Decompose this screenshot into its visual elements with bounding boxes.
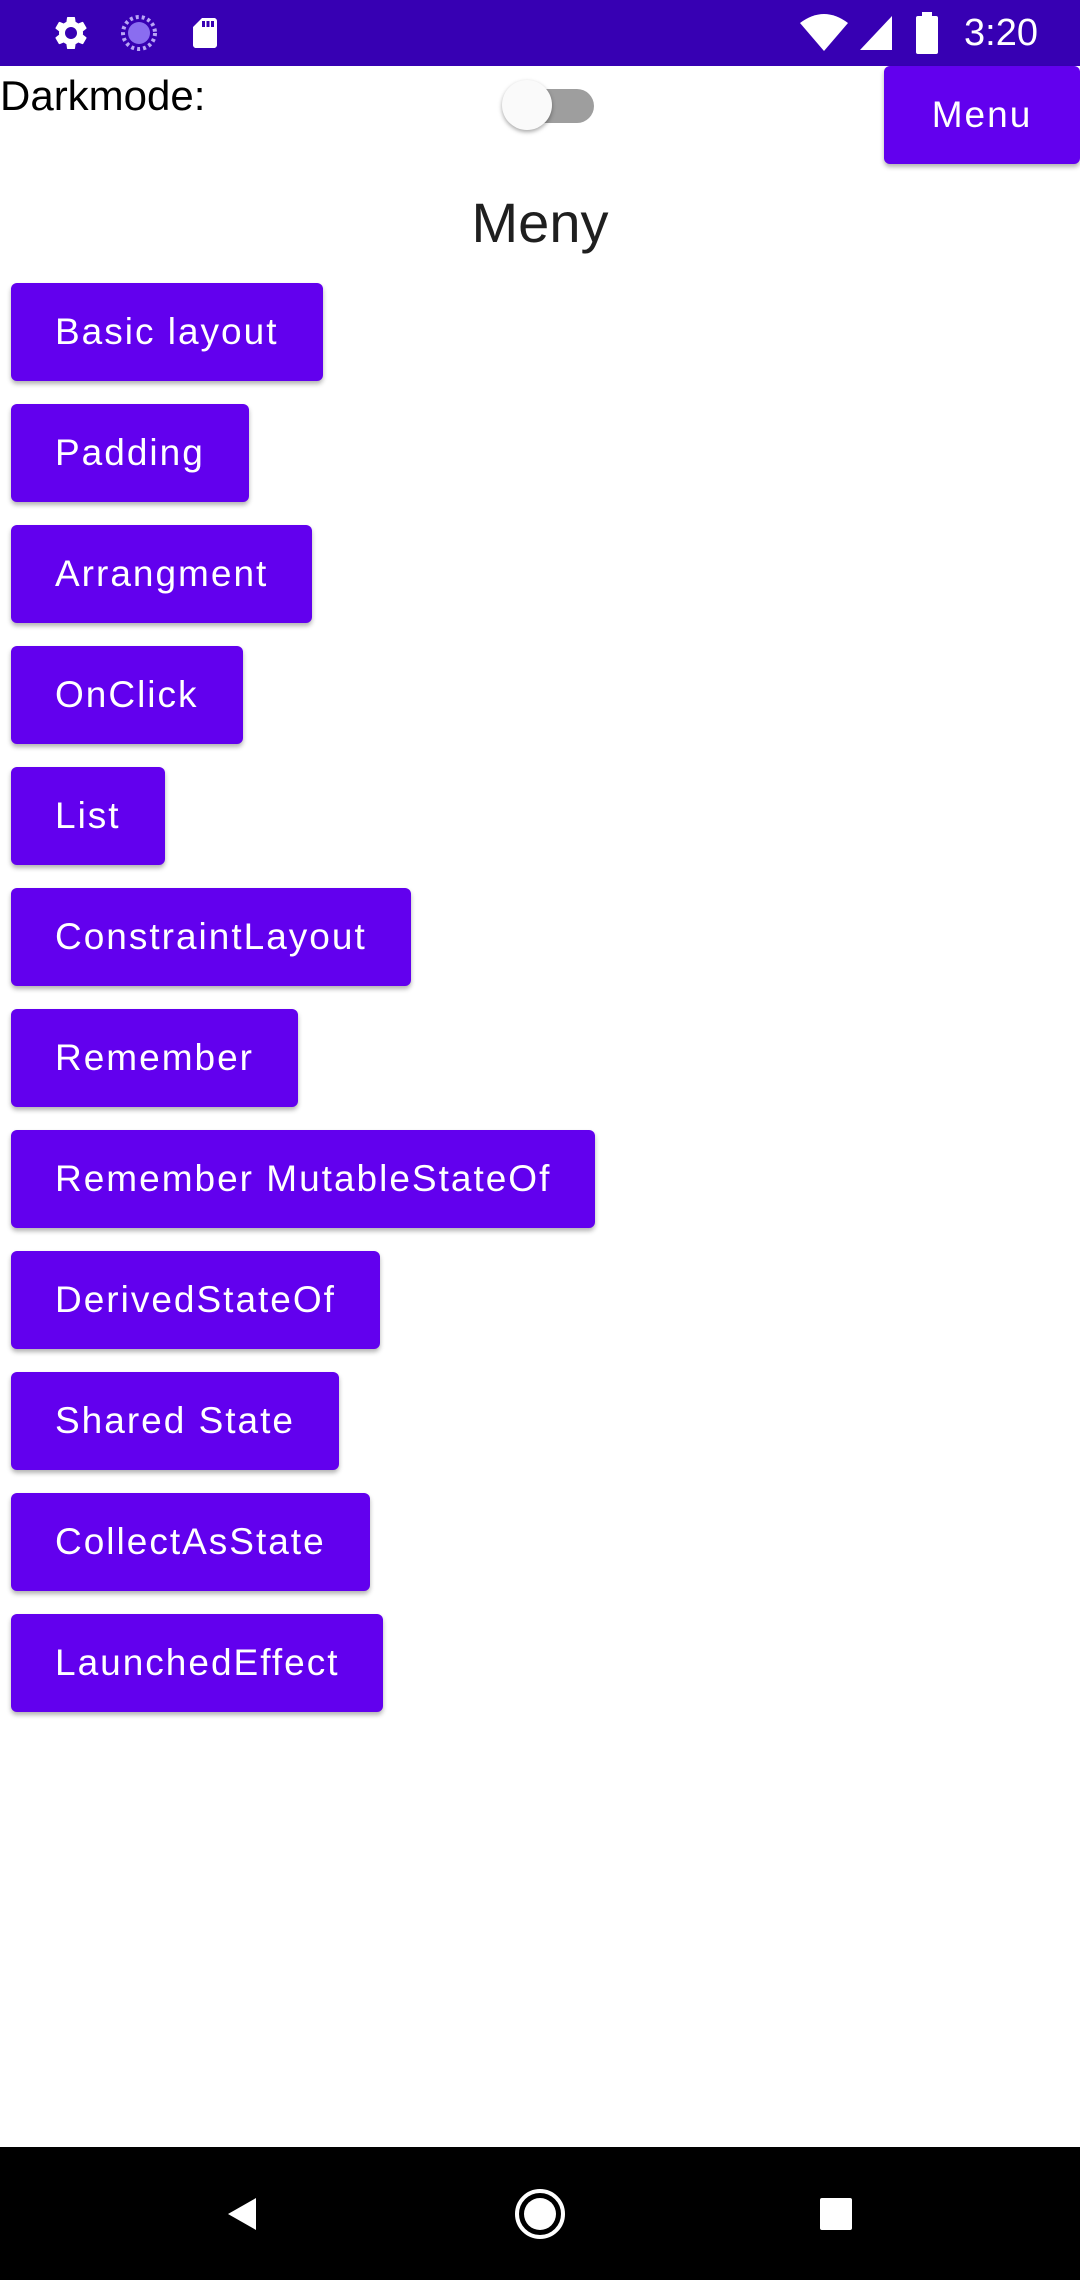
settings-icon [46, 0, 96, 66]
list-button[interactable]: List [11, 767, 165, 865]
derivedstateof-button[interactable]: DerivedStateOf [11, 1251, 380, 1349]
basic-layout-button[interactable]: Basic layout [11, 283, 323, 381]
status-bar: 3:20 [0, 0, 1080, 66]
navigation-bar [0, 2147, 1080, 2280]
darkmode-switch[interactable] [498, 72, 598, 132]
menu-list: Basic layout Padding Arrangment OnClick … [11, 283, 596, 1735]
page-title: Meny [471, 191, 609, 254]
wifi-icon [796, 0, 852, 66]
home-icon[interactable] [480, 2147, 600, 2280]
constraintlayout-button[interactable]: ConstraintLayout [11, 888, 411, 986]
shared-state-button[interactable]: Shared State [11, 1372, 339, 1470]
remember-mutablestateof-button[interactable]: Remember MutableStateOf [11, 1130, 596, 1228]
darkmode-label: Darkmode: [0, 72, 206, 119]
top-bar: Darkmode: Menu [0, 66, 1080, 176]
padding-button[interactable]: Padding [11, 404, 249, 502]
sd-card-icon [180, 0, 230, 66]
onclick-button[interactable]: OnClick [11, 646, 243, 744]
switch-thumb [502, 80, 552, 130]
collectasstate-button[interactable]: CollectAsState [11, 1493, 370, 1591]
launchedeffect-button[interactable]: LaunchedEffect [11, 1614, 384, 1712]
remember-button[interactable]: Remember [11, 1009, 298, 1107]
back-icon[interactable] [182, 2147, 302, 2280]
battery-icon [910, 0, 944, 66]
sync-icon [114, 0, 164, 66]
status-time: 3:20 [964, 12, 1038, 54]
arrangment-button[interactable]: Arrangment [11, 525, 313, 623]
cell-signal-icon [856, 0, 896, 66]
recents-icon[interactable] [776, 2147, 896, 2280]
menu-button[interactable]: Menu [884, 66, 1080, 164]
